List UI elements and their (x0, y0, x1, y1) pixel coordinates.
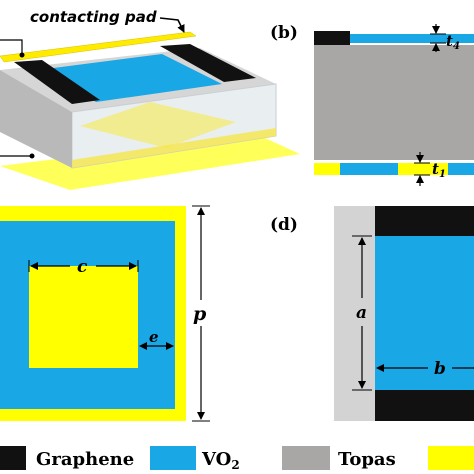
b-vo2-top (350, 34, 474, 43)
inner-gold-square (80, 102, 236, 148)
b-gold-bottom-2 (398, 163, 448, 175)
b-vo2-bottom-2 (448, 163, 474, 175)
legend-graphene-label: Graphene (36, 449, 134, 470)
topas-left-face (0, 70, 72, 168)
d-graphene-bottom (375, 390, 474, 421)
a-label: a (356, 303, 367, 323)
c-gold-square (29, 266, 138, 368)
legend-topas-label: Topas (338, 449, 396, 470)
p-label: p (193, 303, 207, 325)
d-graphene-top (375, 206, 474, 236)
panel-a: contacting pad (0, 8, 300, 190)
b-vo2-bottom-1 (340, 163, 398, 175)
panel-b-label: (b) (270, 23, 298, 43)
legend-swatch-vo2 (150, 446, 196, 470)
b-gold-bottom-1 (314, 163, 340, 175)
panel-d-label: (d) (270, 215, 298, 235)
panel-b: (b) t4 t1 (270, 23, 474, 186)
legend: Graphene VO2 Topas (0, 446, 474, 472)
graphene-strip-left (14, 60, 100, 104)
c-label: c (77, 257, 88, 277)
legend-swatch-graphene (0, 446, 26, 470)
b-topas-body (314, 45, 474, 160)
d-vo2-strip (375, 236, 474, 390)
panel-c: c e p (0, 205, 210, 422)
contacting-pad-label: contacting pad (30, 8, 157, 26)
t1-label: t1 (432, 160, 446, 180)
t4-label: t4 (446, 32, 460, 52)
graphene-strip-right (160, 44, 256, 82)
panel-d: (d) a b (270, 206, 474, 421)
b-label: b (434, 359, 446, 379)
b-graphene-top (314, 31, 350, 45)
legend-swatch-topas (282, 446, 330, 470)
bottom-gold-plate (0, 134, 300, 190)
e-label: e (149, 328, 159, 346)
contacting-pad (0, 31, 197, 63)
gold-frame-front (72, 128, 276, 168)
legend-vo2-label: VO2 (201, 449, 240, 472)
legend-swatch-gold (428, 446, 474, 470)
